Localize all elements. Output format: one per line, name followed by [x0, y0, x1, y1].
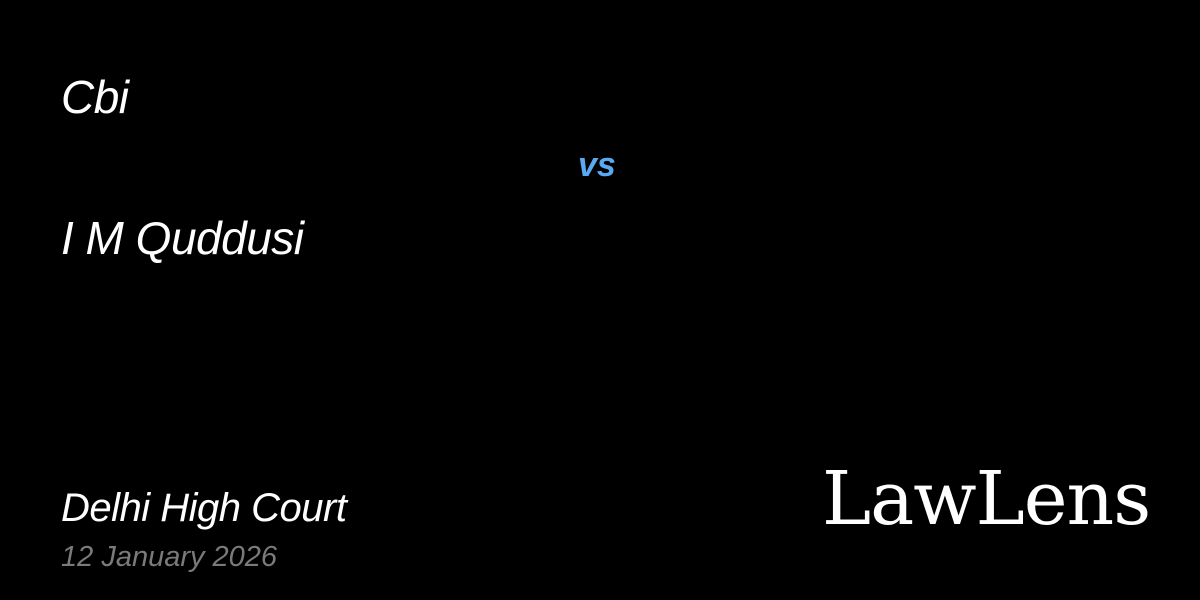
brand-logo: LawLens: [822, 456, 1151, 542]
respondent-name: I M Quddusi: [61, 212, 304, 264]
petitioner-name: Cbi: [61, 71, 129, 123]
versus-label: vs: [578, 146, 616, 184]
court-name: Delhi High Court: [61, 486, 347, 530]
judgment-date: 12 January 2026: [61, 541, 278, 573]
